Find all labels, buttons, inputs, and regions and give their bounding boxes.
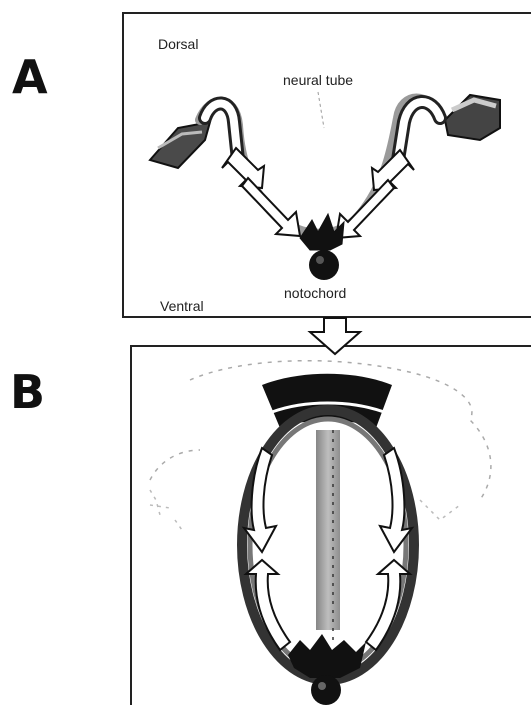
ventral-label: Ventral xyxy=(160,298,204,314)
notochord-label: notochord xyxy=(284,285,346,301)
transition-down-arrow xyxy=(310,318,360,354)
central-canal xyxy=(316,430,340,630)
neural-tube-pointer xyxy=(318,92,324,128)
left-epidermis-flap xyxy=(150,122,210,168)
left-double-arrow xyxy=(222,148,300,236)
floor-plate-star xyxy=(300,214,344,250)
dorsal-label: Dorsal xyxy=(158,36,198,52)
notochord-circle-b xyxy=(311,675,341,705)
right-double-arrow xyxy=(336,150,414,238)
notochord-circle-a xyxy=(309,250,339,280)
neural-tube-label: neural tube xyxy=(283,72,353,88)
right-epidermis-flap xyxy=(445,95,500,140)
